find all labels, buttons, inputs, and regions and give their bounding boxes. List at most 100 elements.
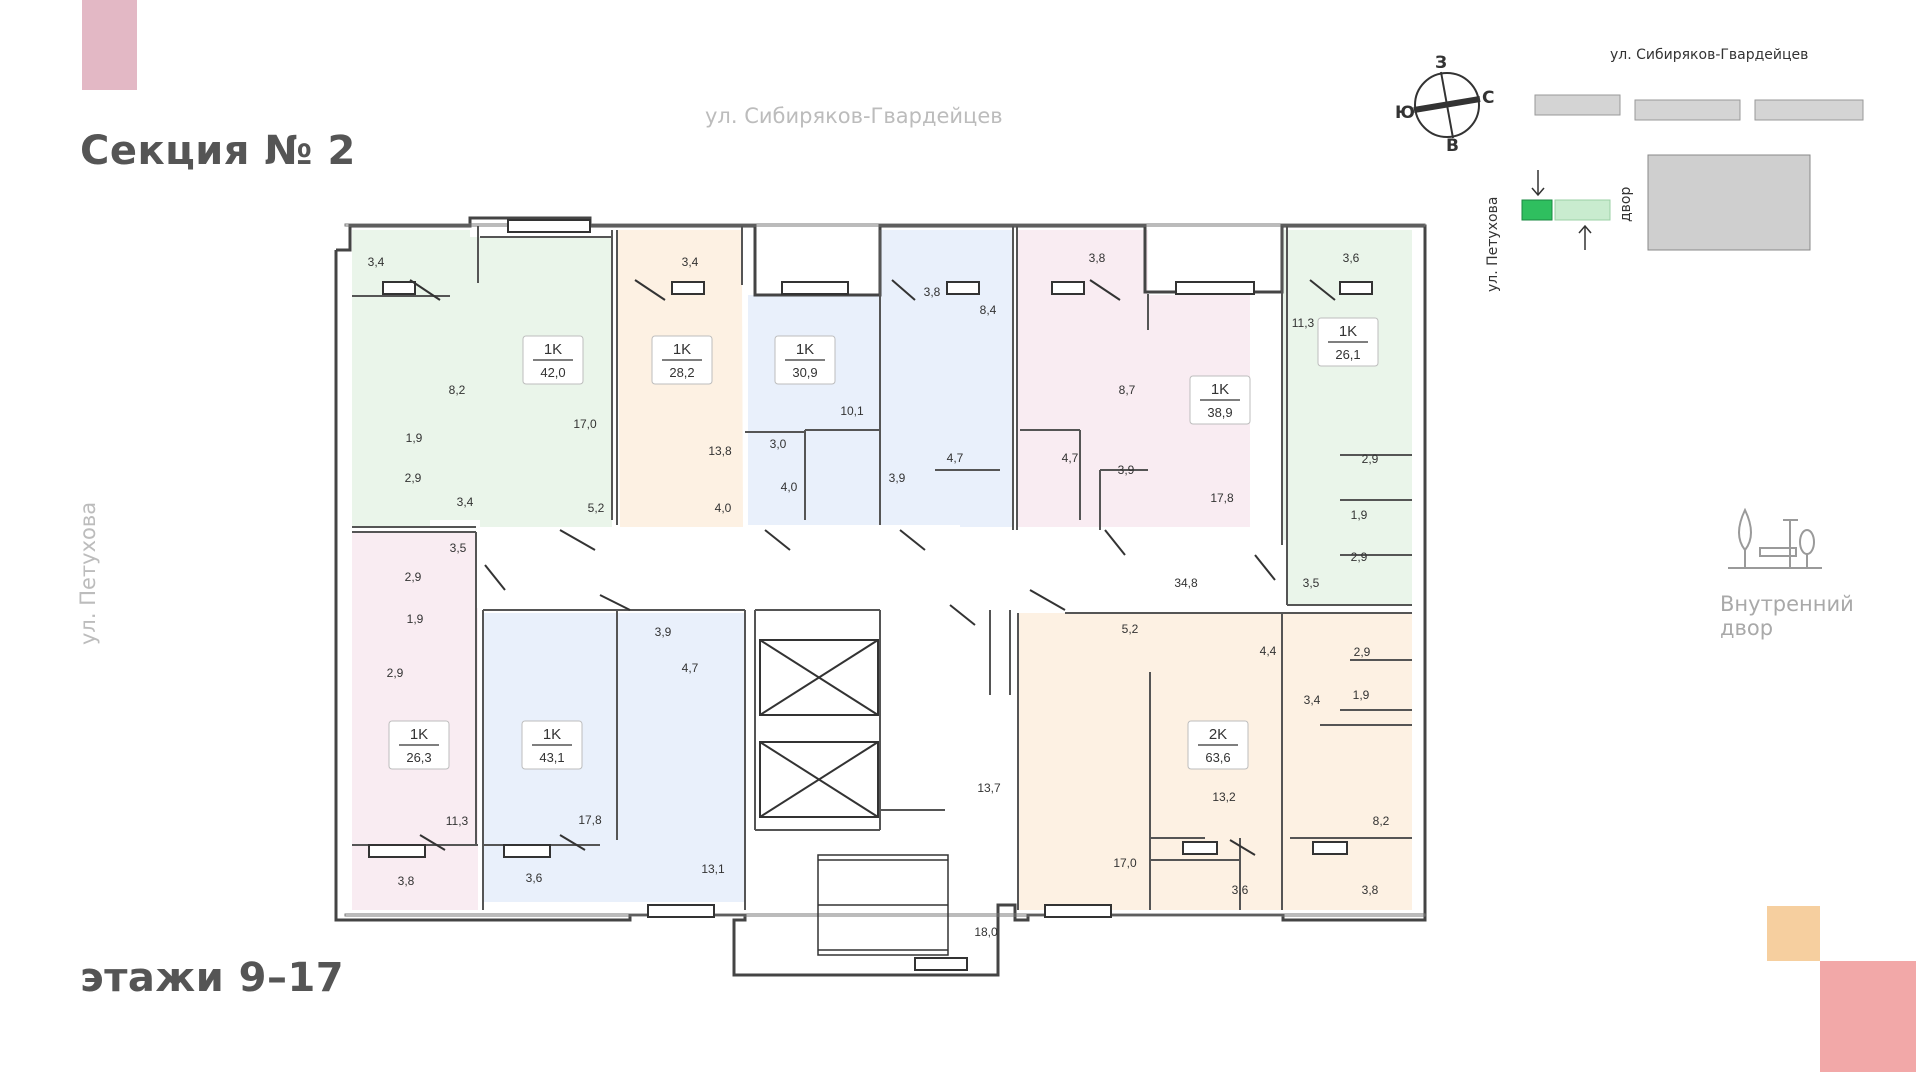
room-area: 13,8 — [708, 444, 732, 458]
room-area: 4,0 — [781, 480, 798, 494]
room-area: 8,2 — [449, 383, 466, 397]
room-area: 3,9 — [1118, 463, 1135, 477]
apartment-type: 1K — [410, 726, 428, 743]
locator-map — [1521, 94, 1864, 251]
apartment-area: 38,9 — [1207, 405, 1232, 420]
compass-west: З — [1435, 53, 1448, 73]
apartment-type: 1K — [1211, 381, 1229, 398]
tree-icon — [1728, 507, 1822, 569]
compass — [1413, 71, 1481, 139]
compass-north: С — [1482, 88, 1495, 108]
apartment-type: 1K — [796, 341, 814, 358]
room-area: 13,1 — [701, 862, 725, 876]
room-area: 2,9 — [405, 471, 422, 485]
room-area: 3,5 — [450, 541, 467, 555]
apartment-labels: 1K42,01K28,21K30,91K38,91K26,11K26,31K43… — [388, 317, 1379, 770]
room-area: 13,7 — [977, 781, 1001, 795]
room-area: 17,8 — [578, 813, 602, 827]
room-area: 10,1 — [840, 404, 864, 418]
floors-title: этажи 9–17 — [80, 955, 345, 1001]
room-area: 4,7 — [1062, 451, 1079, 465]
room-area: 3,8 — [1089, 251, 1106, 265]
apartment-label: 1K 30,9 — [774, 335, 836, 385]
apartment-label: 1K 28,2 — [651, 335, 713, 385]
room-area: 3,4 — [1304, 693, 1321, 707]
apartment-area: 26,1 — [1335, 347, 1360, 362]
section-title: Секция № 2 — [80, 128, 356, 174]
room-area: 2,9 — [1362, 452, 1379, 466]
apartment-area: 63,6 — [1205, 750, 1230, 765]
accent-bottom-right-peach — [1767, 906, 1820, 961]
room-area: 11,3 — [446, 814, 469, 828]
room-area: 5,2 — [588, 501, 605, 515]
room-area: 3,0 — [770, 437, 787, 451]
apartment-area: 26,3 — [406, 750, 431, 765]
apartment-type: 1K — [543, 726, 561, 743]
room-area: 4,7 — [682, 661, 699, 675]
room-area: 8,7 — [1119, 383, 1136, 397]
room-area: 2,9 — [1351, 550, 1368, 564]
room-area: 2,9 — [1354, 645, 1371, 659]
locator-street-top: ул. Сибиряков-Гвардейцев — [1610, 47, 1809, 63]
room-area: 1,9 — [1351, 508, 1368, 522]
room-area: 3,4 — [682, 255, 699, 269]
room-area: 5,2 — [1122, 622, 1139, 636]
apartment-label: 1K 43,1 — [521, 720, 583, 770]
doors — [409, 279, 1336, 856]
elevators — [759, 639, 879, 818]
accent-top-left — [82, 0, 137, 90]
apartment-area: 30,9 — [792, 365, 817, 380]
locator-street-left: ул. Петухова — [1485, 196, 1501, 292]
room-area: 4,0 — [715, 501, 732, 515]
room-area: 1,9 — [406, 431, 423, 445]
courtyard-label: Внутренний двор — [1720, 592, 1854, 640]
room-area: 3,9 — [889, 471, 906, 485]
room-area: 4,7 — [947, 451, 964, 465]
staircase — [817, 854, 949, 956]
room-area: 2,9 — [387, 666, 404, 680]
room-area: 3,6 — [526, 871, 543, 885]
compass-east: В — [1446, 136, 1459, 156]
room-area: 18,0 — [974, 925, 998, 939]
room-area: 11,3 — [1292, 316, 1315, 330]
apartment-type: 1K — [1339, 323, 1357, 340]
room-area: 3,8 — [1362, 883, 1379, 897]
room-area: 1,9 — [1353, 688, 1370, 702]
apartment-type: 1K — [544, 341, 562, 358]
locator-yard: двор — [1618, 186, 1634, 222]
room-area: 17,0 — [573, 417, 597, 431]
room-area: 3,8 — [924, 285, 941, 299]
room-area: 3,5 — [1303, 576, 1320, 590]
room-area: 3,9 — [655, 625, 672, 639]
apartment-type: 1K — [673, 341, 691, 358]
room-area: 34,8 — [1174, 576, 1198, 590]
room-area: 1,9 — [407, 612, 424, 626]
accent-bottom-right-coral — [1820, 961, 1916, 1072]
room-area: 3,8 — [398, 874, 415, 888]
room-area: 8,2 — [1373, 814, 1390, 828]
courtyard-line2: двор — [1720, 616, 1774, 640]
room-area: 17,0 — [1113, 856, 1137, 870]
courtyard-line1: Внутренний — [1720, 592, 1854, 616]
balcony-rails — [344, 223, 1426, 917]
apartment-area: 28,2 — [669, 365, 694, 380]
room-area: 3,4 — [457, 495, 474, 509]
room-area: 8,4 — [980, 303, 997, 317]
apartment-type: 2K — [1209, 726, 1227, 743]
windows — [368, 219, 1373, 971]
apartment-label: 1K 26,3 — [388, 720, 450, 770]
apartment-area: 43,1 — [539, 750, 564, 765]
room-area: 3,6 — [1232, 883, 1249, 897]
apartment-label: 2K 63,6 — [1187, 720, 1249, 770]
zone-fills — [352, 230, 1412, 910]
room-area-labels: 3,4 8,2 1,9 2,9 3,4 17,0 5,2 3,4 13,8 4,0 3,0 4,0 10… — [368, 251, 1390, 939]
apartment-label: 1K 26,1 — [1317, 317, 1379, 367]
room-area: 13,2 — [1212, 790, 1236, 804]
room-area: 3,6 — [1343, 251, 1360, 265]
room-area: 3,4 — [368, 255, 385, 269]
room-area: 4,4 — [1260, 644, 1277, 658]
compass-south: Ю — [1395, 103, 1415, 123]
apartment-label: 1K 38,9 — [1189, 375, 1251, 425]
